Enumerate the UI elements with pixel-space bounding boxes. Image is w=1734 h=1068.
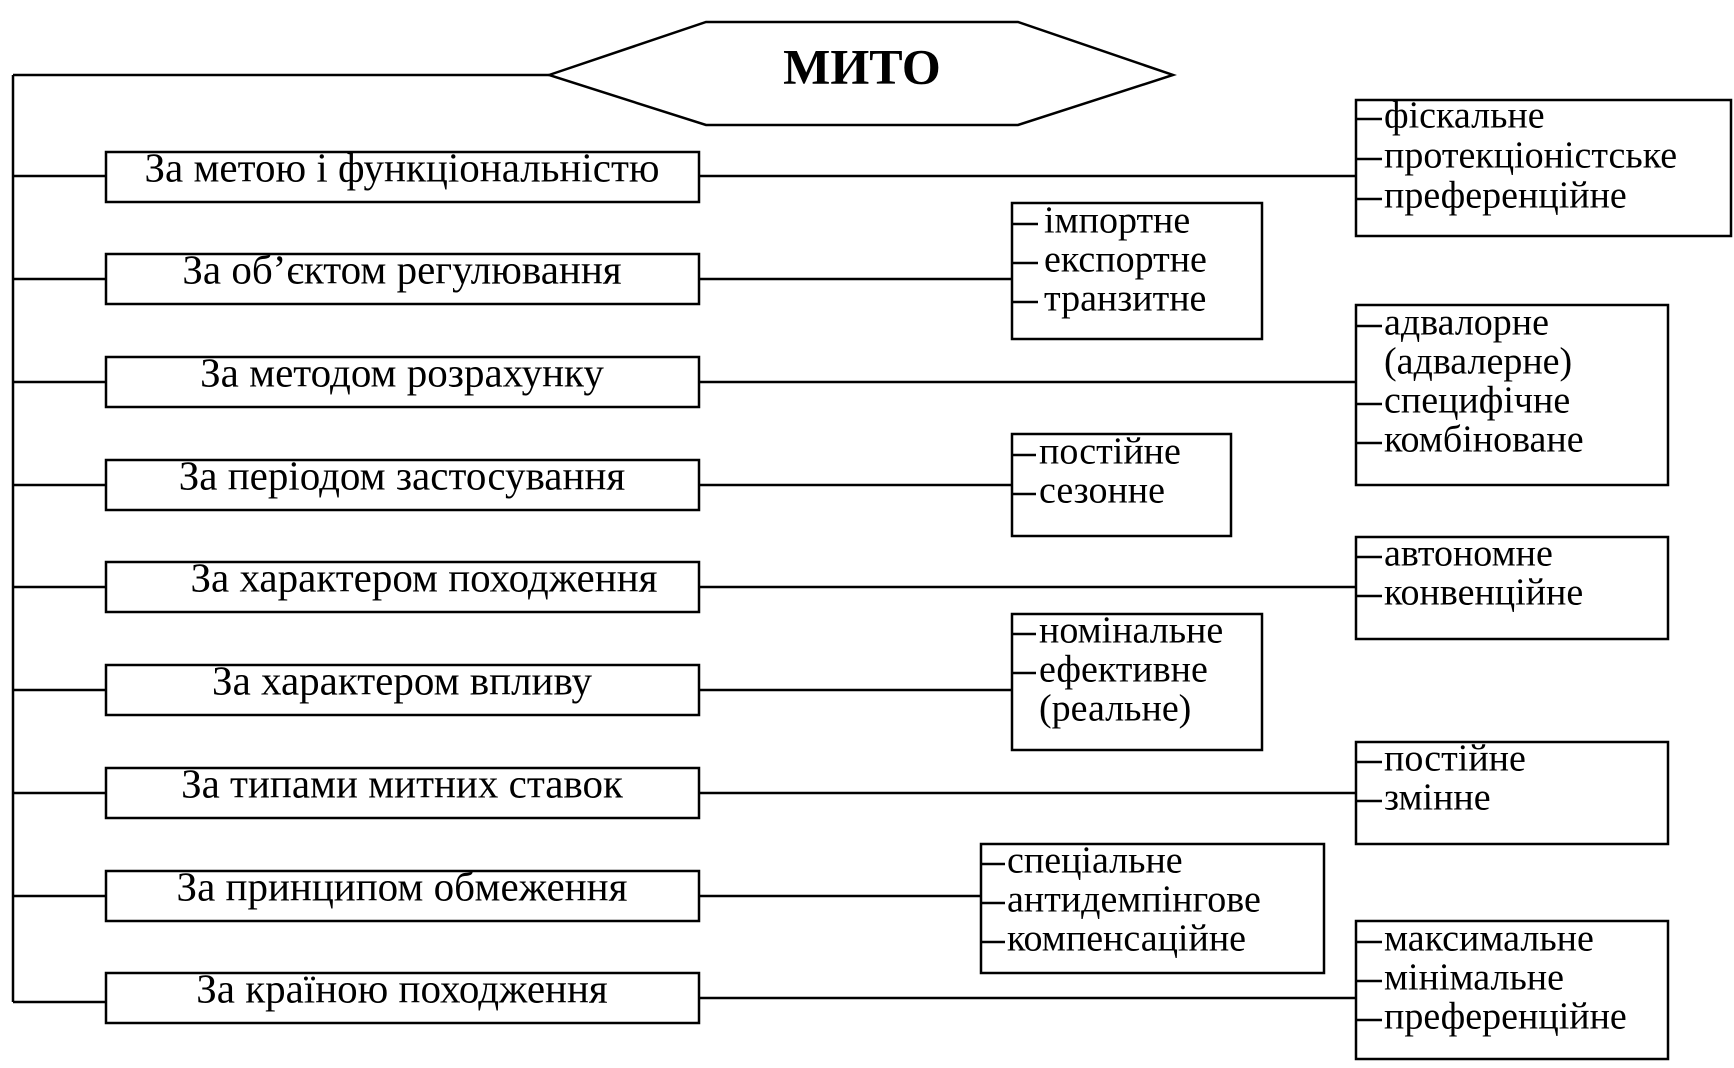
option-box [1354, 919, 1670, 1061]
option-item: автономне [1384, 533, 1553, 575]
criterion-box [104, 355, 701, 409]
option-item: постійне [1039, 431, 1181, 473]
option-box [1010, 432, 1233, 538]
criterion-row: За методом розрахунку адвалорне (адвалер… [13, 302, 1670, 487]
criterion-label: За метою і функціональністю [144, 144, 659, 190]
option-box [1354, 303, 1670, 487]
option-item: фіскальне [1384, 95, 1545, 137]
criterion-row: За типами митних ставок постійне змінне [13, 738, 1670, 846]
option-item: експортне [1044, 239, 1207, 281]
criterion-row: За характером походження автономне конве… [13, 533, 1670, 641]
option-item: ефективне [1039, 649, 1208, 691]
criterion-label: За методом розрахунку [200, 349, 604, 395]
option-box [1354, 740, 1670, 846]
option-item: конвенційне [1384, 572, 1583, 614]
option-item: компенсаційне [1007, 918, 1246, 960]
option-item: специфічне [1384, 380, 1570, 422]
option-box [979, 842, 1326, 975]
option-box [1354, 535, 1670, 641]
criterion-row: За об’єктом регулювання імпортне експорт… [13, 200, 1264, 341]
option-item: номінальне [1039, 610, 1223, 652]
criterion-box [104, 663, 701, 717]
option-box [1010, 201, 1264, 341]
criterion-label: За країною походження [196, 965, 608, 1011]
option-item: максимальне [1384, 918, 1594, 960]
option-item: постійне [1384, 738, 1526, 780]
criterion-box [104, 560, 701, 614]
option-item: комбіноване [1384, 419, 1584, 461]
option-item: імпортне [1044, 200, 1190, 242]
criterion-row: За країною походження максимальне мініма… [13, 918, 1670, 1061]
criterion-row: За періодом застосування постійне сезонн… [13, 431, 1233, 538]
criterion-box [104, 150, 701, 204]
criterion-label: За періодом застосування [179, 452, 626, 498]
criterion-label: За типами митних ставок [181, 760, 623, 806]
option-item: транзитне [1044, 278, 1206, 320]
option-item: змінне [1384, 777, 1491, 819]
criterion-row: За характером впливу номінальне ефективн… [13, 610, 1264, 752]
option-item: адвалорне [1384, 302, 1549, 344]
option-box [1354, 98, 1733, 238]
criterion-box [104, 869, 701, 923]
criterion-label: За об’єктом регулювання [182, 246, 621, 292]
option-item: (реальне) [1039, 688, 1191, 730]
criterion-box [104, 458, 701, 512]
title-node: МИТО [544, 20, 1177, 127]
criterion-label: За характером походження [190, 554, 657, 600]
option-item: преференційне [1384, 996, 1627, 1038]
option-box [1010, 612, 1264, 752]
diagram-title: МИТО [783, 38, 941, 94]
criterion-label: За характером впливу [212, 657, 592, 703]
option-item: протекціоністське [1384, 135, 1677, 177]
criterion-box [104, 766, 701, 820]
criterion-box [104, 971, 701, 1025]
option-item: антидемпінгове [1007, 879, 1261, 921]
option-item: (адвалерне) [1384, 341, 1572, 383]
title-hexagon [544, 20, 1177, 127]
criterion-label: За принципом обмеження [177, 863, 628, 909]
criterion-row: За принципом обмеження спеціальне антиде… [13, 840, 1326, 975]
option-item: сезонне [1039, 470, 1165, 512]
criterion-row: За метою і функціональністю фіскальне пр… [13, 95, 1733, 238]
option-item: спеціальне [1007, 840, 1183, 882]
option-item: преференційне [1384, 175, 1627, 217]
option-item: мінімальне [1384, 957, 1564, 999]
